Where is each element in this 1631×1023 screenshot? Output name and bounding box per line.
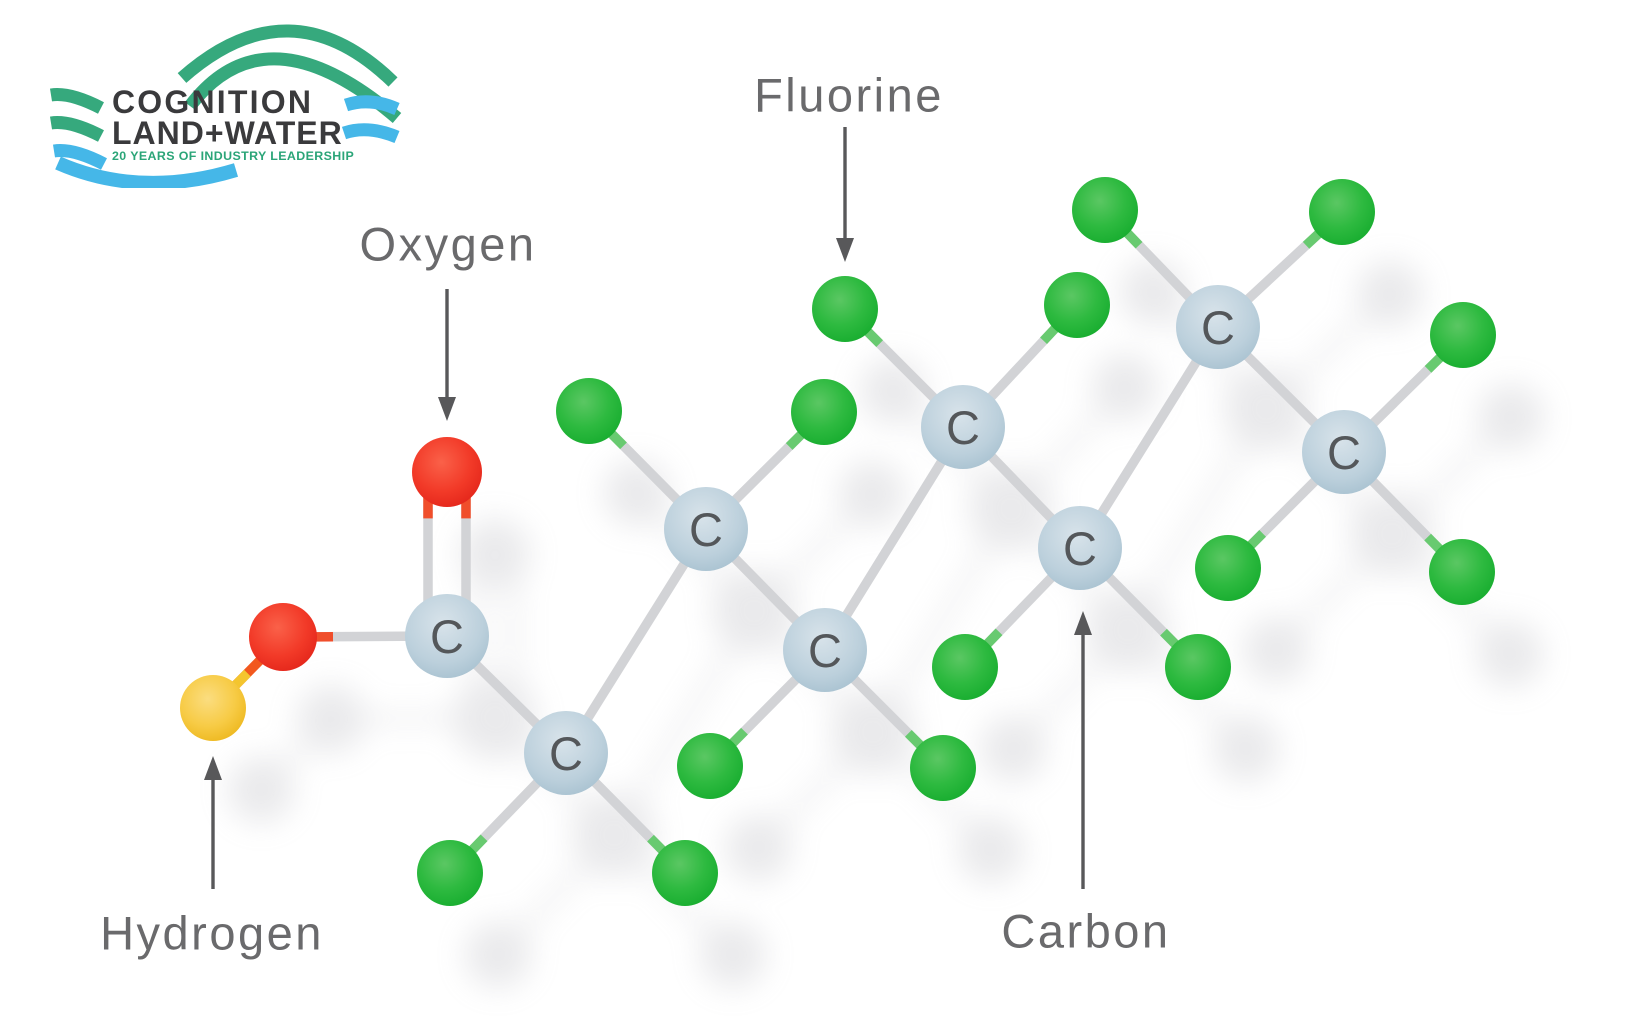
logo-left-stroke-blue (52, 144, 107, 170)
logo-swoosh-top-green (177, 24, 398, 87)
logo-swoosh-mid-green (184, 52, 402, 123)
atom-F13-fluorine (910, 735, 976, 801)
atom-C4-symbol: C (808, 624, 842, 677)
atom-layer: C C C C C C C C (180, 177, 1496, 906)
atom-O1-oxygen (412, 437, 482, 507)
cognition-land-water-logo: COGNITION LAND+WATER 20 YEARS OF INDUSTR… (40, 8, 402, 188)
shadow-C8 (1350, 492, 1434, 576)
label-carbon: Carbon (1001, 904, 1171, 958)
shadow-C5 (969, 467, 1053, 551)
bond-C4-C5 (820, 424, 968, 653)
shadow-F6 (1357, 261, 1423, 327)
logo-left-stroke-green1 (49, 88, 104, 114)
shadow-C4 (831, 690, 915, 774)
logo-title-line2: LAND+WATER (112, 115, 343, 151)
shadow-F4 (1092, 354, 1158, 420)
bond-C6-C7 (1123, 406, 1271, 633)
shadow-F9 (1477, 621, 1543, 687)
atom-F14-fluorine (932, 634, 998, 700)
atom-C8-symbol: C (1327, 426, 1361, 479)
atom-C5-symbol: C (946, 401, 980, 454)
logo-bottom-swoosh-blue (55, 156, 239, 188)
logo-tagline: 20 YEARS OF INDUSTRY LEADERSHIP (112, 149, 355, 163)
atom-H1-hydrogen (180, 675, 246, 741)
label-hydrogen: Hydrogen (100, 906, 324, 960)
atom-F5-fluorine (1072, 177, 1138, 243)
atom-F7-fluorine (1430, 302, 1496, 368)
carbon-arrowhead (1074, 611, 1092, 635)
atom-F10-fluorine (417, 840, 483, 906)
shadow-C3 (712, 569, 796, 653)
shadow-C1 (453, 676, 537, 760)
shadow-F7 (1478, 384, 1544, 450)
shadow-C7 (1224, 367, 1308, 451)
logo-swoosh-graphics (49, 24, 402, 188)
shadow-F10 (465, 922, 531, 988)
shadow-F1 (604, 460, 670, 526)
shadow-F12 (725, 815, 791, 881)
shadow-F3 (860, 358, 926, 424)
atom-C3-carbon (664, 487, 748, 571)
bond-C6-C7 (1075, 324, 1223, 551)
label-oxygen: Oxygen (359, 217, 537, 271)
atom-C1-symbol: C (430, 610, 464, 663)
atom-F11-fluorine (652, 840, 718, 906)
atom-F2-fluorine (791, 379, 857, 445)
atom-C6-symbol: C (1063, 522, 1097, 575)
atom-C3-symbol: C (689, 503, 723, 556)
bond-C4-C5 (868, 506, 1016, 735)
atom-F3-fluorine (812, 276, 878, 342)
bond-C2-C3 (609, 608, 759, 838)
shadow-C6 (1086, 588, 1170, 672)
shadow-O2 (297, 685, 365, 753)
shadow-O1 (460, 519, 530, 589)
atom-F9-fluorine (1429, 539, 1495, 605)
shadow-C2 (572, 793, 656, 877)
atom-C1-carbon (405, 594, 489, 678)
atom-C8-carbon (1302, 410, 1386, 494)
atom-F12-fluorine (677, 733, 743, 799)
atom-C2-carbon (524, 711, 608, 795)
atom-F6-fluorine (1309, 179, 1375, 245)
bond-C2-C3 (561, 526, 711, 756)
shadow-F8 (1243, 617, 1309, 683)
shadow-F2 (839, 461, 905, 527)
logo-right-stroke-blue1 (343, 95, 400, 116)
atom-C6-carbon (1038, 506, 1122, 590)
atom-F15-fluorine (1165, 634, 1231, 700)
atom-F1-fluorine (556, 378, 622, 444)
label-fluorine: Fluorine (754, 68, 944, 122)
logo-right-stroke-blue2 (341, 123, 400, 144)
logo-title-line1: COGNITION (112, 84, 314, 120)
shadow-F11 (700, 922, 766, 988)
atom-O2-oxygen (249, 603, 317, 671)
logo-left-stroke-green2 (49, 116, 104, 142)
shadow-H1 (228, 757, 294, 823)
atom-C5-carbon (921, 385, 1005, 469)
shadow-F13 (958, 817, 1024, 883)
atom-C2-symbol: C (549, 727, 583, 780)
oxygen-arrowhead (438, 397, 456, 421)
atom-C4-carbon (783, 608, 867, 692)
atom-C7-symbol: C (1201, 301, 1235, 354)
shadow-F14 (980, 716, 1046, 782)
atom-F8-fluorine (1195, 535, 1261, 601)
fluorine-arrowhead (836, 238, 854, 262)
hydrogen-arrowhead (204, 756, 222, 780)
annotation-arrows (204, 127, 1092, 889)
shadow-F15 (1213, 716, 1279, 782)
atom-F4-fluorine (1044, 272, 1110, 338)
atom-C7-carbon (1176, 285, 1260, 369)
shadow-F5 (1120, 259, 1186, 325)
